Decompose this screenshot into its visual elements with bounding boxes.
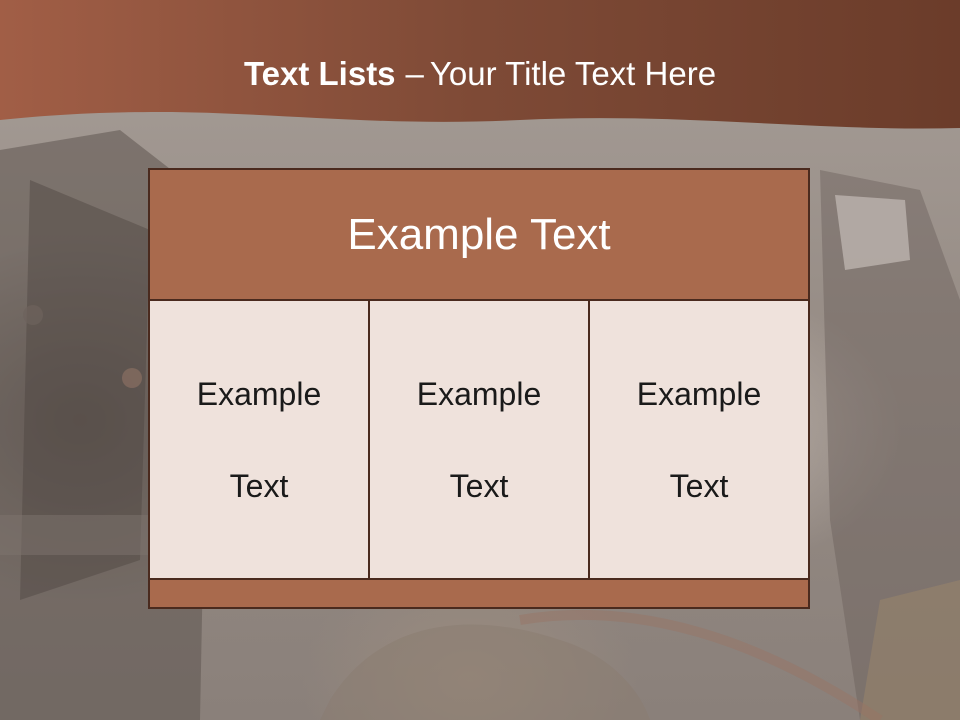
title-strong-text: Text Lists bbox=[243, 55, 396, 92]
cell-3-line-2: Text bbox=[669, 467, 729, 504]
cell-1-line-2: Text bbox=[229, 467, 289, 504]
title-dash: – bbox=[405, 55, 424, 92]
cell-2-line-1: Example bbox=[416, 375, 542, 412]
cell-2-line-2: Text bbox=[449, 467, 509, 504]
table-header: Example Text bbox=[150, 170, 808, 301]
slide-title: Text Lists–Your Title Text Here bbox=[0, 52, 960, 96]
cell-1-line-1: Example bbox=[196, 375, 322, 412]
table-footer-bar bbox=[150, 578, 808, 607]
title-rest-text: Your Title Text Here bbox=[429, 55, 717, 92]
header-band bbox=[0, 0, 960, 129]
cell-3-line-1: Example bbox=[636, 375, 762, 412]
